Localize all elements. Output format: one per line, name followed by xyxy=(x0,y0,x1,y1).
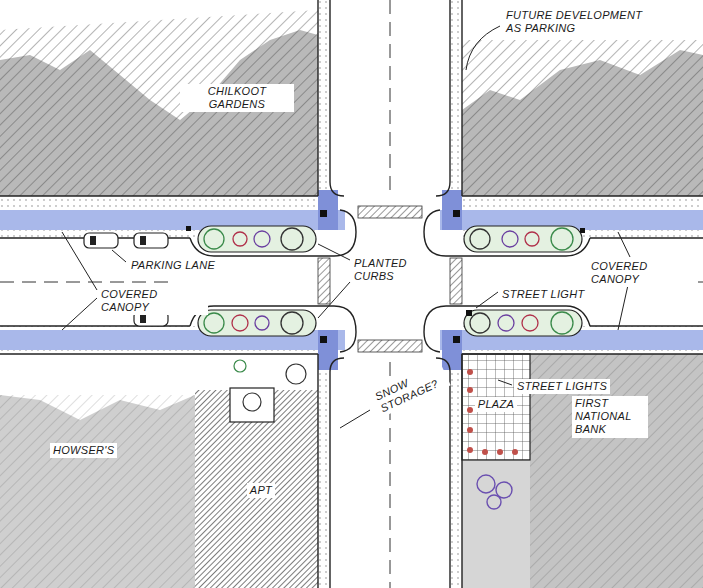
callout-note: FUTURE DEVELOPMENT AS PARKING xyxy=(503,8,653,36)
building-name: HOWSER'S xyxy=(50,443,117,458)
node-label: APT xyxy=(247,483,275,498)
node-label: CHILKOOT GARDENS xyxy=(180,84,294,112)
building-name: APT xyxy=(226,480,296,498)
plaza-area: PLAZA xyxy=(468,394,524,412)
callout-note: PLANTED CURBS xyxy=(351,256,417,284)
callout-note: COVERED CANOPY xyxy=(98,287,208,315)
building-name: CHILKOOT GARDENS xyxy=(180,84,294,112)
callout-note: STREET LIGHTS xyxy=(514,379,610,394)
callout-note: COVERED CANOPY xyxy=(588,259,698,287)
callout-note: STREET LIGHT xyxy=(499,287,587,302)
building-name: FIRST NATIONAL BANK xyxy=(572,396,648,438)
callout-note: PARKING LANE xyxy=(128,258,218,273)
callout-note: SNOW STORAGE? xyxy=(370,360,451,418)
node-label: PLAZA xyxy=(475,397,517,412)
